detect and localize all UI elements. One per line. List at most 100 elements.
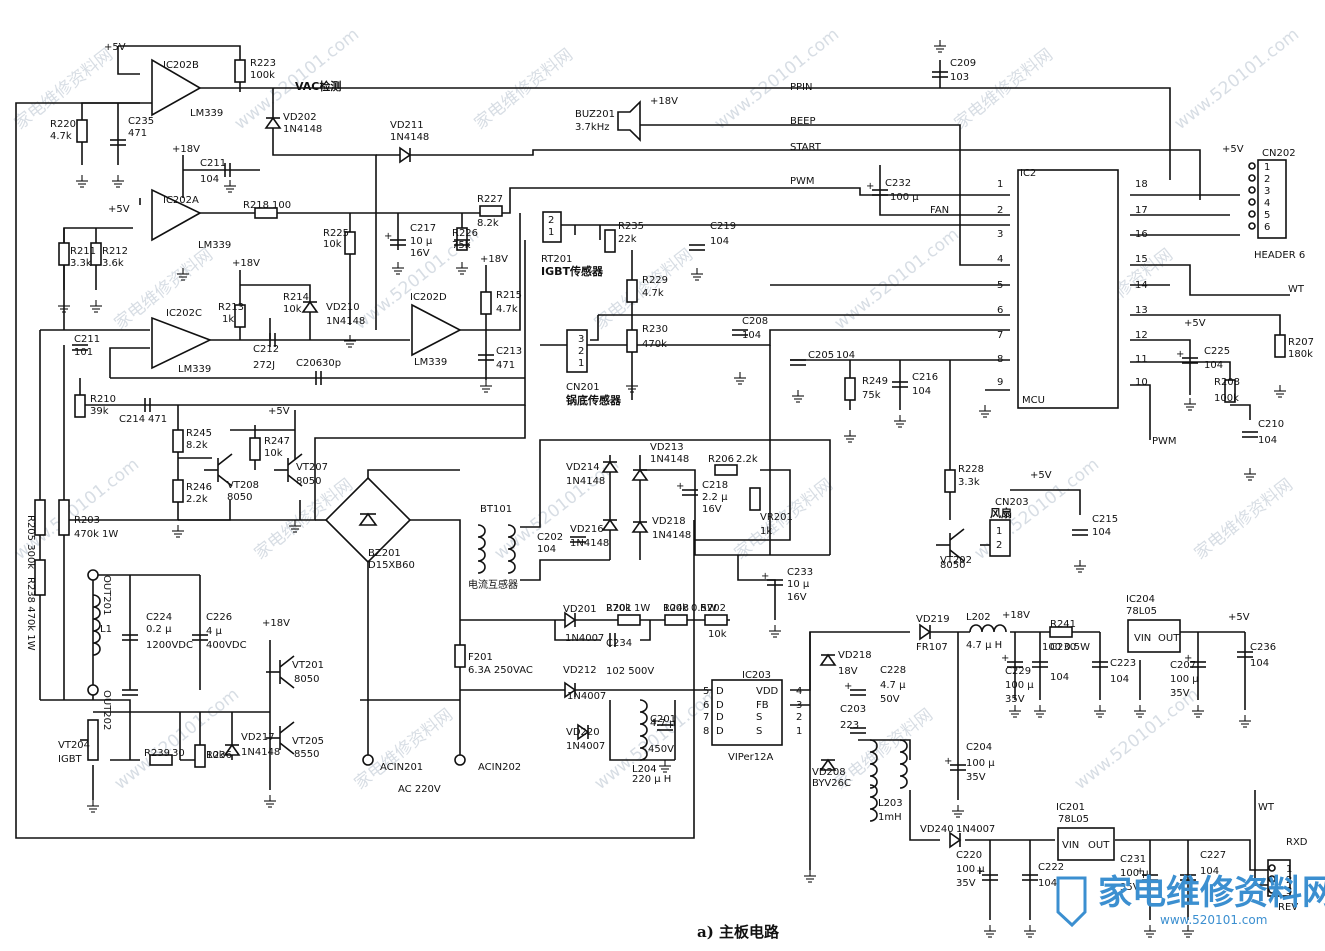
electrolytic-capacitor: + xyxy=(761,571,783,586)
component-ref: C201 xyxy=(650,714,676,725)
mcu-pin-right: 14 xyxy=(1135,280,1148,291)
component-ref: VD240 xyxy=(920,824,954,835)
ground-icon xyxy=(1009,705,1021,718)
component-ref: C236 xyxy=(1250,642,1276,653)
component-value: 8050 xyxy=(227,492,252,503)
diode-icon xyxy=(399,146,412,164)
component-value: 470k 1W xyxy=(74,529,118,540)
ground-icon xyxy=(264,795,276,808)
component-value: 电流互感器 xyxy=(468,578,518,591)
signal-start: START xyxy=(790,142,822,153)
cn203-name: 风扇 xyxy=(990,506,1012,520)
capacitor xyxy=(269,333,276,347)
inductor-icon xyxy=(507,524,516,574)
rxd-ref: RXD xyxy=(1286,837,1308,848)
diode-icon xyxy=(631,468,649,481)
svg-text:+: + xyxy=(1136,866,1144,877)
electrolytic-capacitor: + xyxy=(384,231,406,246)
ground-icon xyxy=(1182,925,1194,938)
component-value: 104 xyxy=(1038,878,1057,889)
diode-icon xyxy=(564,611,577,629)
component-value: 471 xyxy=(128,128,147,139)
component-value: 4.7k xyxy=(642,288,664,299)
component-ref: C214 xyxy=(119,414,145,425)
capacitor xyxy=(1237,651,1253,658)
component-ref: VD216 xyxy=(570,524,604,535)
ic203-pin-right: VDD xyxy=(756,686,779,697)
ic2-ref: IC2 xyxy=(1020,168,1036,179)
component-value: 104 xyxy=(200,174,219,185)
signal-pwm2: PWM xyxy=(1152,436,1177,447)
component-value: 104 xyxy=(1204,360,1223,371)
mcu-pin-left: 6 xyxy=(997,305,1003,316)
ground-icon xyxy=(1144,925,1156,938)
inductor-icon xyxy=(869,784,878,822)
svg-text:+: + xyxy=(844,681,852,692)
component-value: 3.6k xyxy=(102,258,124,269)
ground-icon xyxy=(1094,705,1106,718)
component-value: 104 xyxy=(710,236,729,247)
watermark-text: www.520101.com xyxy=(831,224,963,333)
component-ref: C227 xyxy=(1200,850,1226,861)
diode-icon xyxy=(601,518,619,531)
component-ref: R205 300k xyxy=(25,515,36,569)
component-value: 4.7 μ xyxy=(880,680,906,691)
component-value: 2.2k xyxy=(736,454,758,465)
mcu-pin-left: 2 xyxy=(997,205,1003,216)
component-value: 10k xyxy=(264,448,283,459)
ic203-pin-num: 5 xyxy=(703,686,709,697)
component-value: BYV26C xyxy=(812,778,851,789)
ic201-78l05 xyxy=(1057,827,1115,861)
component-ref: C224 xyxy=(146,612,172,623)
component-value: 4.7k xyxy=(496,304,518,315)
component-ref: C209 xyxy=(950,58,976,69)
component-value: 16V xyxy=(702,504,722,515)
ic201-out: OUT xyxy=(1088,840,1110,851)
component-value: 104 xyxy=(1258,435,1277,446)
capacitor xyxy=(850,727,866,734)
ic203-viper12a xyxy=(711,679,783,746)
component-value: 223 xyxy=(840,720,859,731)
ground-icon xyxy=(480,380,492,393)
component-ref: VD218 xyxy=(652,516,686,527)
component-value: 1N4007 xyxy=(956,824,995,835)
component-value: IGBT xyxy=(58,754,83,765)
component-ref: R208 xyxy=(1214,377,1240,388)
component-ref: C225 xyxy=(1204,346,1230,357)
capacitor xyxy=(1092,661,1108,668)
ic203-pin-num: 7 xyxy=(703,712,709,723)
diode-icon xyxy=(577,723,590,741)
component-value: 100 μ xyxy=(966,758,995,769)
ic203-pin-num: 8 xyxy=(703,726,709,737)
electrolytic-capacitor: + xyxy=(844,681,866,696)
component-ref: OUT201 xyxy=(101,575,112,615)
component-ref: ACIN201 xyxy=(380,762,423,773)
component-ref: VD220 xyxy=(566,727,600,738)
electrolytic-capacitor: + xyxy=(1184,653,1206,668)
ground-icon xyxy=(804,870,816,883)
component-ref: VT208 xyxy=(227,480,259,491)
component-value: 104 xyxy=(537,544,556,555)
signal-wt2: WT xyxy=(1258,802,1275,813)
component-ref: C204 xyxy=(966,742,992,753)
capacitor xyxy=(110,139,126,146)
component-ref: VD217 xyxy=(241,732,275,743)
component-value: 470k xyxy=(642,339,667,350)
component-ref: R230 xyxy=(642,324,668,335)
inductors xyxy=(92,524,1007,822)
component-ref: L202 xyxy=(966,612,991,623)
diode-icon xyxy=(819,758,837,771)
component-value: 75k xyxy=(862,390,881,401)
component-value: 1N4148 xyxy=(390,132,429,143)
transistor-icon xyxy=(266,655,295,689)
component-ref: C223 xyxy=(1110,658,1136,669)
power-rail-label: +18V xyxy=(1002,610,1030,621)
component-value: 1N4148 xyxy=(650,454,689,465)
component-value: 100 μ xyxy=(890,192,919,203)
transistor-icon xyxy=(266,721,295,755)
cn203-ref: CN203 xyxy=(995,497,1029,508)
component-value: 101 xyxy=(74,347,93,358)
logo-mark-icon xyxy=(1056,876,1087,928)
rt201-pin: 2 xyxy=(548,215,554,226)
